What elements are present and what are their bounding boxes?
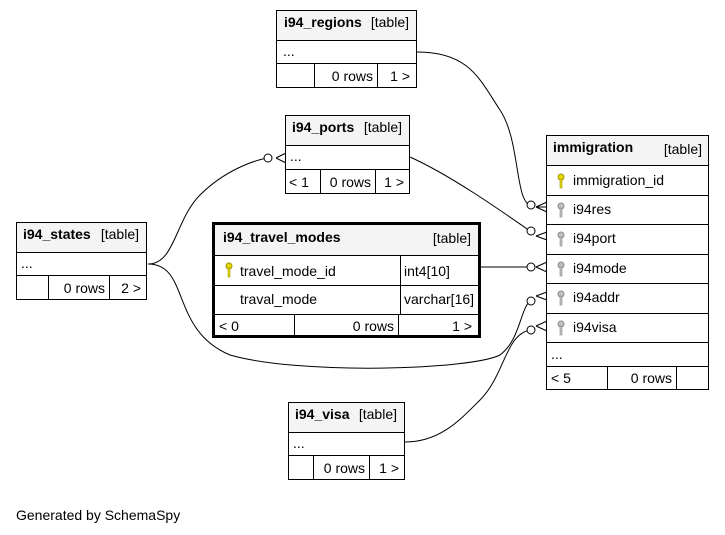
table-immigration[interactable]: immigration [table] immigration_id i94re… bbox=[546, 135, 709, 390]
optional-circle-i94res bbox=[526, 200, 536, 210]
foreign-key-icon bbox=[557, 202, 565, 218]
parents-cell: < 5 bbox=[551, 370, 571, 386]
footer-row: < 1 0 rows 1 > bbox=[286, 169, 409, 193]
ellipsis-row: ... bbox=[547, 342, 708, 366]
table-i94-ports[interactable]: i94_ports [table] ... < 1 0 rows 1 > bbox=[285, 115, 410, 194]
optional-circle-i94visa bbox=[526, 325, 536, 335]
children-cell bbox=[676, 367, 708, 389]
crow-foot-i94port bbox=[535, 231, 548, 241]
column-name: i94mode bbox=[573, 260, 627, 276]
table-header: i94_ports [table] bbox=[286, 116, 409, 145]
crow-foot-i94visa bbox=[535, 320, 548, 332]
table-header: i94_states [table] bbox=[17, 223, 146, 252]
column-row: i94mode bbox=[547, 254, 708, 283]
edge-states-immigration bbox=[147, 263, 531, 369]
generated-by-footer: Generated by SchemaSpy bbox=[16, 507, 181, 523]
table-header: immigration [table] bbox=[547, 136, 708, 165]
rows-cell: 0 rows bbox=[314, 64, 377, 87]
optional-circle-i94mode bbox=[526, 262, 536, 272]
column-row: i94port bbox=[547, 224, 708, 254]
table-i94-regions[interactable]: i94_regions [table] ... 0 rows 1 > bbox=[276, 10, 417, 88]
rows-cell: 0 rows bbox=[607, 367, 676, 389]
table-name: i94_regions bbox=[284, 14, 362, 30]
table-i94-visa[interactable]: i94_visa [table] ... 0 rows 1 > bbox=[288, 402, 405, 480]
table-kind: [table] bbox=[370, 14, 409, 30]
children-cell: 1 > bbox=[369, 456, 404, 479]
table-header: i94_visa [table] bbox=[289, 403, 404, 432]
table-kind: [table] bbox=[663, 141, 702, 157]
parents-cell: < 1 bbox=[289, 174, 309, 190]
column-row: i94visa bbox=[547, 313, 708, 342]
children-cell: 1 > bbox=[398, 315, 478, 338]
table-name: immigration bbox=[553, 139, 634, 155]
rows-cell: 0 rows bbox=[48, 276, 109, 299]
parents-cell bbox=[277, 64, 314, 87]
table-name: i94_travel_modes bbox=[223, 229, 341, 245]
footer-row: < 5 0 rows bbox=[547, 366, 708, 389]
table-kind: [table] bbox=[358, 406, 397, 422]
primary-key-icon bbox=[225, 262, 233, 278]
optional-circle-ports bbox=[263, 153, 273, 163]
column-row: traval_mode varchar[16] bbox=[215, 285, 478, 314]
table-i94-states[interactable]: i94_states [table] ... 0 rows 2 > bbox=[16, 222, 147, 300]
table-header: i94_travel_modes [table] bbox=[215, 225, 478, 255]
foreign-key-icon bbox=[557, 231, 565, 247]
column-row: travel_mode_id int4[10] bbox=[215, 255, 478, 285]
crow-foot-i94res bbox=[535, 201, 548, 213]
edge-visa-immigration bbox=[404, 329, 531, 443]
children-cell: 1 > bbox=[375, 170, 409, 193]
crow-foot-ports bbox=[275, 152, 287, 164]
parents-cell bbox=[17, 276, 48, 299]
primary-key-icon bbox=[557, 173, 565, 189]
rows-cell: 0 rows bbox=[320, 170, 375, 193]
children-cell: 1 > bbox=[377, 64, 416, 87]
children-cell: 2 > bbox=[109, 276, 146, 299]
optional-circle-i94addr bbox=[526, 296, 536, 306]
ellipsis-row: ... bbox=[286, 145, 409, 169]
column-name: i94visa bbox=[573, 319, 617, 335]
column-row: i94addr bbox=[547, 283, 708, 313]
edge-ports-immigration bbox=[409, 156, 531, 232]
footer-row: 0 rows 1 > bbox=[289, 455, 404, 479]
column-type: int4[10] bbox=[404, 263, 450, 279]
footer-row: 0 rows 2 > bbox=[17, 275, 146, 299]
foreign-key-icon bbox=[557, 261, 565, 277]
column-name: immigration_id bbox=[573, 172, 665, 188]
crow-foot-i94addr bbox=[535, 291, 548, 301]
column-name: i94res bbox=[573, 201, 612, 217]
rows-cell: 0 rows bbox=[294, 315, 398, 338]
table-kind: [table] bbox=[363, 119, 402, 135]
rows-cell: 0 rows bbox=[313, 456, 369, 479]
parents-cell: < 0 bbox=[219, 318, 239, 334]
crow-foot-i94mode bbox=[535, 261, 548, 273]
table-header: i94_regions [table] bbox=[277, 11, 416, 40]
table-name: i94_states bbox=[23, 226, 91, 242]
edge-regions-immigration bbox=[416, 51, 531, 206]
foreign-key-icon bbox=[557, 320, 565, 336]
parents-cell bbox=[289, 456, 313, 479]
table-i94-travel-modes[interactable]: i94_travel_modes [table] travel_mode_id … bbox=[212, 222, 481, 338]
table-kind: [table] bbox=[100, 226, 139, 242]
ellipsis-row: ... bbox=[277, 40, 416, 63]
table-name: i94_ports bbox=[292, 119, 355, 135]
edge-states-ports bbox=[147, 157, 269, 265]
footer-row: 0 rows 1 > bbox=[277, 63, 416, 87]
table-name: i94_visa bbox=[295, 406, 350, 422]
column-name: traval_mode bbox=[240, 291, 318, 307]
column-type: varchar[16] bbox=[404, 291, 475, 307]
column-name: i94addr bbox=[573, 289, 620, 305]
column-row: i94res bbox=[547, 195, 708, 224]
foreign-key-icon bbox=[557, 290, 565, 306]
optional-circle-i94port bbox=[526, 226, 536, 236]
table-kind: [table] bbox=[432, 230, 471, 246]
column-name: travel_mode_id bbox=[240, 263, 336, 279]
footer-row: < 0 0 rows 1 > bbox=[215, 314, 478, 338]
column-row: immigration_id bbox=[547, 165, 708, 195]
ellipsis-row: ... bbox=[289, 432, 404, 455]
ellipsis-row: ... bbox=[17, 252, 146, 275]
column-name: i94port bbox=[573, 230, 616, 246]
